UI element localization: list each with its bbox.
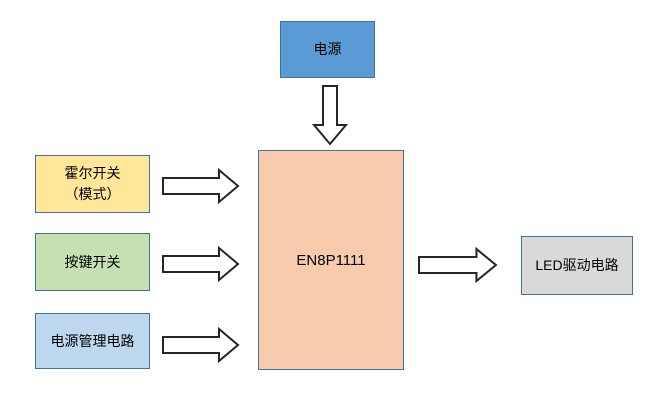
key-to-mcu-arrow <box>162 246 240 282</box>
mcu-label: EN8P1111 <box>296 251 366 269</box>
right-block-arrow-icon <box>162 327 240 363</box>
power-management-label: 电源管理电路 <box>50 332 135 349</box>
hall-switch-label-line2: （模式） <box>64 186 121 202</box>
power-management-block: 电源管理电路 <box>35 313 150 369</box>
key-switch-block: 按键开关 <box>35 233 150 291</box>
down-block-arrow-icon <box>312 85 348 146</box>
led-driver-block: LED驱动电路 <box>521 236 633 295</box>
led-driver-label: LED驱动电路 <box>535 257 619 273</box>
hall-to-mcu-arrow <box>162 168 240 204</box>
right-block-arrow-icon <box>418 247 498 283</box>
power-mgmt-to-mcu-arrow <box>162 327 240 363</box>
right-block-arrow-icon <box>162 168 240 204</box>
key-switch-label: 按键开关 <box>64 253 121 270</box>
power-to-mcu-arrow <box>312 85 348 146</box>
mcu-block: EN8P1111 <box>258 150 404 370</box>
hall-switch-block: 霍尔开关 （模式） <box>35 155 150 213</box>
hall-switch-label-line1: 霍尔开关 <box>64 165 121 181</box>
mcu-to-led-arrow <box>418 247 498 283</box>
power-source-label: 电源 <box>313 41 342 57</box>
power-source-block: 电源 <box>280 21 375 78</box>
right-block-arrow-icon <box>162 246 240 282</box>
